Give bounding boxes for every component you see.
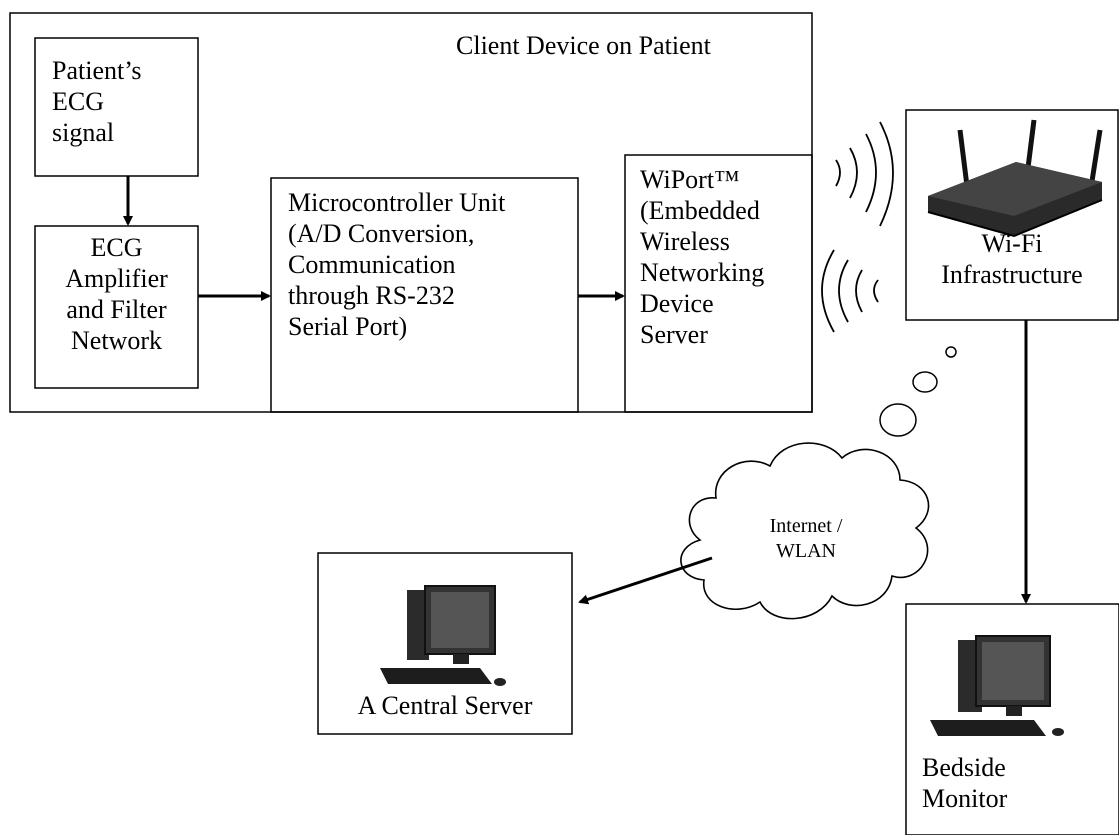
central-server-label: A Central Server [357, 691, 533, 720]
bedside-monitor-box [905, 603, 1119, 835]
bedside-monitor-computer-icon [930, 635, 1064, 736]
bedside-monitor-label: Bedside Monitor [922, 753, 1008, 813]
thought-bubbles [879, 346, 957, 437]
central-server-box [317, 552, 573, 735]
internet-cloud [680, 442, 930, 620]
wireless-waves-in [821, 249, 879, 333]
wifi-box [905, 109, 1119, 321]
wireless-waves-out [835, 121, 894, 227]
amplifier-box [34, 225, 199, 389]
ecg-signal-box [34, 37, 199, 177]
mcu-label: Microcontroller Unit (A/D Conversion, Co… [288, 188, 506, 341]
central-server-computer-icon [380, 585, 506, 686]
amplifier-label: ECG Amplifier and Filter Network [65, 233, 168, 355]
arrow-cloud-to-server [578, 556, 713, 605]
cloud-label: Internet / WLAN [769, 515, 843, 562]
ecg-signal-label: Patient’s ECG signal [52, 56, 142, 147]
wifi-router-icon [927, 119, 1103, 238]
wifi-label: Wi-Fi Infrastructure [941, 229, 1083, 289]
wiport-label: WiPort™ (Embedded Wireless Networking De… [640, 165, 765, 349]
client-device-title: Client Device on Patient [456, 31, 711, 60]
wiport-box [624, 154, 813, 413]
